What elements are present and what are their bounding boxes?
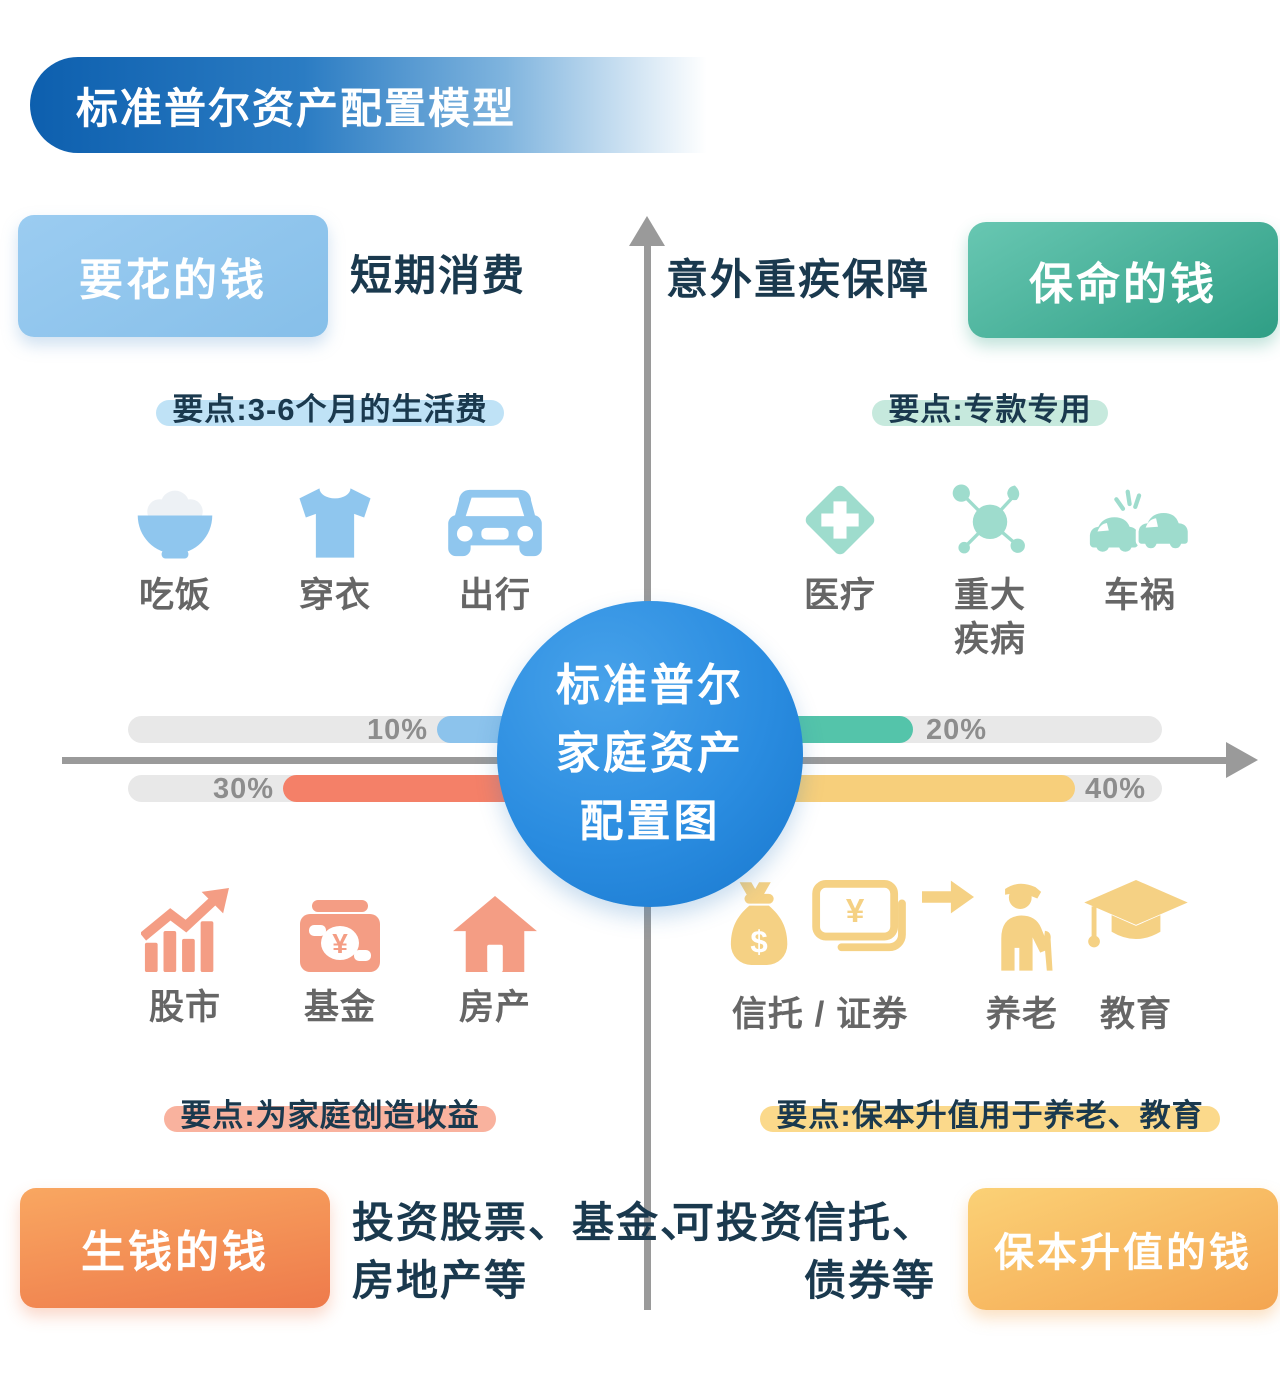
svg-text:¥: ¥ bbox=[846, 893, 865, 930]
page-title: 标准普尔资产配置模型 bbox=[76, 84, 517, 132]
protect-item-medical: 医疗 bbox=[770, 468, 910, 662]
preserve-desc: 可投资信托、 债券等 bbox=[671, 1199, 936, 1304]
spend-item-label: 穿衣 bbox=[298, 576, 371, 615]
spend-item-food: 吃饭 bbox=[100, 468, 250, 618]
spend-badge: 要花的钱 bbox=[18, 215, 328, 337]
protect-item-label: 车祸 bbox=[1103, 576, 1176, 615]
center-circle-line3: 配置图 bbox=[579, 797, 721, 846]
invest-item-label: 房产 bbox=[458, 988, 531, 1027]
preserve-badge: 保本升值的钱 bbox=[968, 1188, 1278, 1310]
preserve-percent-label: 40% bbox=[1085, 773, 1147, 805]
preserve-item-label: 教育 bbox=[1099, 995, 1172, 1034]
spend-item-travel: 出行 bbox=[420, 468, 570, 618]
house-icon bbox=[451, 880, 539, 974]
spend-item-label: 出行 bbox=[458, 576, 531, 615]
car-icon bbox=[448, 468, 542, 562]
spend-title: 短期消费 bbox=[350, 252, 527, 299]
rice-bowl-icon bbox=[132, 468, 218, 562]
vertical-axis-arrowhead-icon bbox=[629, 216, 665, 246]
securities-icon: ¥ bbox=[812, 880, 910, 963]
preserve-point: 要点:保本升值用于养老、教育 bbox=[760, 1090, 1220, 1135]
invest-item-house: 房产 bbox=[420, 880, 570, 1030]
protect-percent-label: 20% bbox=[926, 714, 988, 746]
tshirt-icon bbox=[294, 468, 376, 562]
protect-item-label: 医疗 bbox=[803, 576, 876, 615]
svg-text:¥: ¥ bbox=[332, 928, 348, 959]
invest-badge: 生钱的钱 bbox=[20, 1188, 330, 1308]
protect-badge: 保命的钱 bbox=[968, 222, 1278, 338]
spend-percent-label: 10% bbox=[366, 714, 428, 746]
car-crash-icon bbox=[1088, 468, 1192, 562]
protect-item-label: 重大疾病 bbox=[953, 576, 1026, 659]
invest-desc: 投资股票、基金、 房地产等 bbox=[352, 1199, 705, 1304]
stock-chart-icon bbox=[141, 880, 229, 974]
center-circle-line2: 家庭资产 bbox=[556, 729, 744, 778]
virus-icon bbox=[946, 468, 1034, 562]
money-bag-icon: $ bbox=[726, 880, 798, 979]
banknote-icon: ¥ bbox=[292, 880, 388, 974]
protect-title: 意外重疾保障 bbox=[665, 256, 930, 303]
protect-item-accident: 车祸 bbox=[1070, 468, 1210, 662]
medical-cross-icon bbox=[798, 468, 882, 562]
protect-point: 要点:专款专用 bbox=[872, 384, 1109, 429]
graduation-cap-icon bbox=[1084, 880, 1188, 965]
spend-point: 要点:3-6个月的生活费 bbox=[156, 384, 504, 429]
invest-icon-row: 股市 ¥ 基金 房产 bbox=[110, 880, 570, 1030]
center-circle-line1: 标准普尔 bbox=[556, 661, 744, 710]
spend-item-clothes: 穿衣 bbox=[260, 468, 410, 618]
protect-item-disease: 重大疾病 bbox=[920, 468, 1060, 662]
invest-percent-label: 30% bbox=[212, 773, 274, 805]
transfer-arrow-icon bbox=[922, 880, 974, 919]
invest-item-stock: 股市 bbox=[110, 880, 260, 1030]
horizontal-axis-arrowhead-icon bbox=[1226, 742, 1258, 778]
center-circle: 标准普尔 家庭资产 配置图 bbox=[497, 601, 803, 907]
title-banner: 标准普尔资产配置模型 bbox=[30, 57, 750, 153]
invest-point: 要点:为家庭创造收益 bbox=[164, 1090, 497, 1135]
elderly-icon bbox=[988, 880, 1062, 979]
spend-item-label: 吃饭 bbox=[138, 576, 211, 615]
preserve-icon-row: $ ¥ bbox=[700, 880, 1240, 1034]
preserve-item-label: 信托 / 证券 bbox=[731, 995, 909, 1034]
protect-icon-row: 医疗 重大疾病 bbox=[770, 468, 1210, 662]
invest-item-label: 基金 bbox=[303, 988, 376, 1027]
invest-item-fund: ¥ 基金 bbox=[265, 880, 415, 1030]
preserve-item-label: 养老 bbox=[985, 995, 1058, 1034]
invest-item-label: 股市 bbox=[148, 988, 221, 1027]
svg-text:$: $ bbox=[750, 924, 767, 959]
spend-icon-row: 吃饭 穿衣 出行 bbox=[100, 468, 570, 618]
